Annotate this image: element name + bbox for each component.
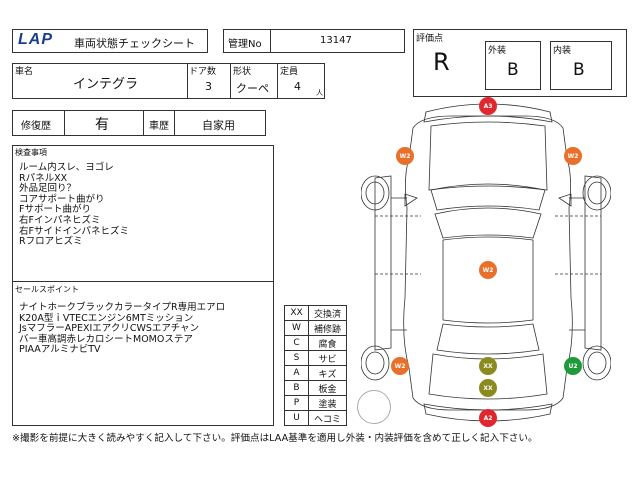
sales-item: バー車高調赤レカロシートMOMOステア <box>19 333 193 345</box>
mgmt-value: 13147 <box>320 35 352 46</box>
logo: LAP <box>18 31 53 48</box>
damage-marker: W2 <box>391 357 409 375</box>
damage-marker: A3 <box>479 97 497 115</box>
damage-marker: A2 <box>479 409 497 427</box>
damage-marker: W2 <box>479 261 497 279</box>
doors-label: ドア数 <box>189 67 217 77</box>
legend-code: S <box>284 350 309 366</box>
legend-code: B <box>284 380 309 396</box>
capacity-value: 4 <box>294 80 301 93</box>
history-div-1 <box>64 110 65 136</box>
shape-value: クーペ <box>236 82 269 95</box>
damage-marker: XX <box>479 357 497 375</box>
inspection-box <box>12 145 274 282</box>
inspection-item: RパネルXX <box>19 172 68 184</box>
legend-code: XX <box>284 305 309 321</box>
damage-marker: W2 <box>564 147 582 165</box>
exterior-value: B <box>507 60 519 80</box>
legend-meaning: キズ <box>308 365 347 381</box>
legend-meaning: 補修跡 <box>308 320 347 336</box>
inspection-item: Rフロアヒズミ <box>19 236 83 248</box>
legend-meaning: サビ <box>308 350 347 366</box>
sales-box <box>12 281 274 426</box>
history-div-3 <box>174 110 175 136</box>
damage-marker: XX <box>479 379 497 397</box>
doors-box <box>187 63 231 99</box>
inspection-item: 右Fインパネヒズミ <box>19 214 101 226</box>
legend-meaning: ヘコミ <box>308 410 347 426</box>
sales-item: K20A型ｉVTECエンジン6MTミッション <box>19 312 194 324</box>
sales-item: JsマフラーAPEXIエアクリCWSエアチャン <box>19 323 200 335</box>
damage-marker: U2 <box>564 357 582 375</box>
sheet-title: 車両状態チェックシート <box>74 37 195 50</box>
legend-code: A <box>284 365 309 381</box>
inspection-item: 右Fサイドインパネヒズミ <box>19 225 129 237</box>
rating-value: R <box>433 48 450 76</box>
interior-value: B <box>573 60 585 80</box>
vehicle-name-box <box>12 63 188 99</box>
inspection-item: ルーム内スレ、ヨゴレ <box>19 162 114 173</box>
legend-meaning: 塗装 <box>308 395 347 411</box>
exterior-box <box>485 41 541 90</box>
inspection-item: Fサポート曲がり <box>19 204 91 216</box>
mgmt-divider <box>270 29 271 53</box>
interior-label: 内装 <box>553 46 572 56</box>
legend-code: P <box>284 395 309 411</box>
damage-marker: W2 <box>396 147 414 165</box>
stamp-circle <box>357 390 391 424</box>
repair-value: 有 <box>95 117 109 133</box>
shape-label: 形状 <box>233 67 252 77</box>
legend-code: W <box>284 320 309 336</box>
capacity-unit: 人 <box>316 89 323 97</box>
car-diagram <box>361 103 611 422</box>
rating-label: 評価点 <box>416 34 444 44</box>
mgmt-box <box>223 29 405 53</box>
history-div-2 <box>143 110 144 136</box>
vehicle-name-label: 車名 <box>15 67 34 77</box>
sales-label: セールスポイント <box>15 285 79 294</box>
sales-list: ナイトホークブラックカラータイプR専用エアロ K20A型ｉVTECエンジン6MT… <box>19 302 226 356</box>
capacity-box <box>277 63 325 99</box>
shape-box <box>230 63 278 99</box>
inspection-item: コアサポート曲がり <box>19 193 105 205</box>
doors-value: 3 <box>205 80 212 93</box>
interior-box <box>550 41 612 90</box>
sales-item: PIAAアルミナビTV <box>19 344 101 356</box>
exterior-label: 外装 <box>488 46 507 56</box>
footer-note: ※撮影を前提に大きく読みやすく記入して下さい。評価点はLAA基準を適用し外装・内… <box>12 433 538 444</box>
inspection-item: 外品足回り？ <box>19 183 77 195</box>
use-value: 自家用 <box>202 119 235 132</box>
legend-meaning: 交換済 <box>308 305 347 321</box>
title-box <box>12 29 208 53</box>
legend-meaning: 腐食 <box>308 335 347 351</box>
legend-code: U <box>284 410 309 426</box>
sales-item: ナイトホークブラックカラータイプR専用エアロ <box>19 302 226 313</box>
mgmt-label: 管理No <box>228 39 262 50</box>
legend-code: C <box>284 335 309 351</box>
legend-meaning: 板金 <box>308 380 347 396</box>
capacity-label: 定員 <box>280 67 299 77</box>
inspection-label: 検査事項 <box>15 148 47 157</box>
vehicle-name-value: インテグラ <box>73 77 139 92</box>
use-label: 車歴 <box>149 121 169 132</box>
inspection-list: ルーム内スレ、ヨゴレ RパネルXX 外品足回り？ コアサポート曲がり Fサポート… <box>19 162 129 248</box>
repair-label: 修復歴 <box>21 121 51 132</box>
history-box <box>12 110 266 136</box>
